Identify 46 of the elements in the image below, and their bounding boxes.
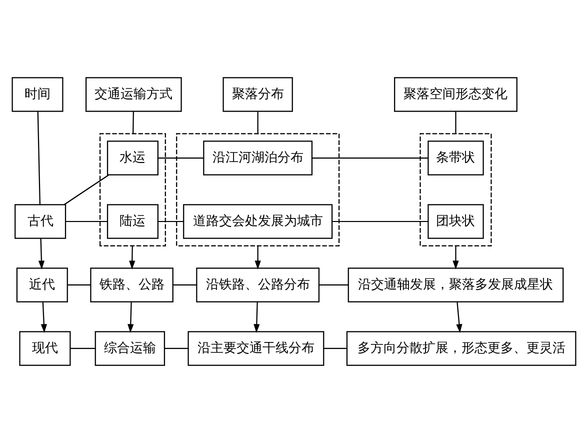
node-box: 现代 — [19, 331, 71, 366]
connector — [455, 112, 456, 134]
node-box: 沿铁路、公路分布 — [196, 268, 320, 302]
connector — [164, 348, 188, 350]
connector — [66, 220, 108, 222]
arrow — [128, 302, 134, 333]
connector — [64, 174, 109, 206]
node-box: 沿交通轴发展，聚落多发展成星状 — [348, 268, 564, 302]
arrow — [129, 246, 136, 270]
connector — [158, 157, 204, 159]
arrow — [452, 246, 459, 270]
node-box: 铁路、公路 — [90, 268, 174, 302]
connector — [37, 112, 41, 205]
arrow — [254, 302, 260, 333]
connector — [319, 284, 348, 286]
connector — [312, 157, 428, 159]
connector — [158, 220, 184, 222]
arrow — [456, 302, 462, 333]
connector — [68, 284, 90, 286]
node-box: 时间 — [12, 77, 64, 112]
connector — [257, 112, 258, 134]
cluster — [100, 133, 166, 246]
node-box: 团块状 — [428, 204, 484, 239]
connector — [324, 348, 347, 350]
connector — [132, 112, 134, 134]
connector — [70, 348, 95, 350]
cluster — [176, 133, 340, 246]
arrow — [38, 238, 45, 270]
node-box: 聚落分布 — [222, 77, 293, 112]
node-box: 沿江河湖泊分布 — [203, 140, 313, 176]
node-box: 综合运输 — [94, 331, 166, 366]
node-box: 近代 — [16, 268, 68, 302]
node-box: 聚落空间形态变化 — [394, 77, 518, 112]
node-box: 多方向分散扩展，形态更多、更灵活 — [346, 331, 576, 366]
cluster — [420, 133, 492, 246]
connector — [172, 284, 196, 286]
node-box: 古代 — [14, 204, 66, 239]
arrow — [254, 246, 261, 270]
node-box: 沿主要交通干线分布 — [188, 331, 324, 366]
node-box: 交通运输方式 — [86, 77, 182, 112]
node-box: 条带状 — [428, 140, 484, 176]
node-box: 水运 — [106, 140, 158, 176]
connector — [332, 220, 428, 222]
arrow — [40, 302, 47, 333]
node-box: 陆运 — [106, 204, 158, 239]
node-box: 道路交会处发展为城市 — [183, 204, 333, 239]
